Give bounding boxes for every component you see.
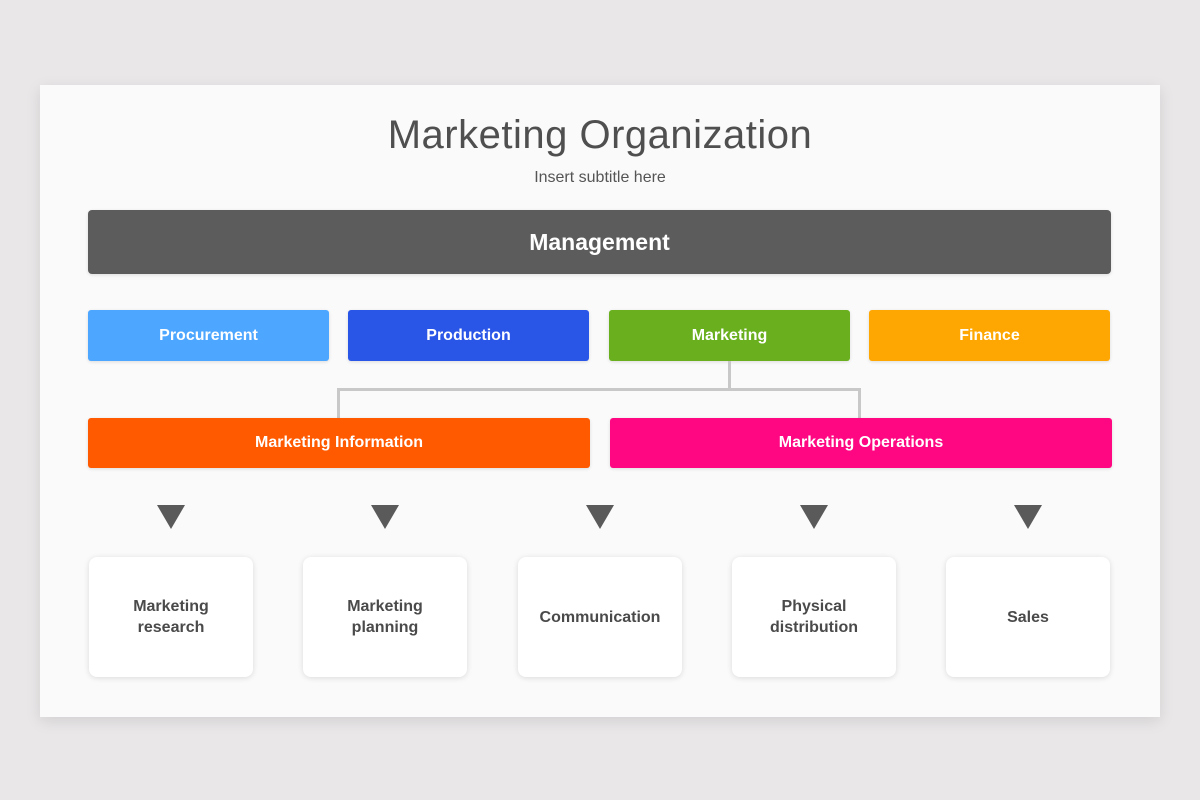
function-label: Marketing planning: [347, 598, 423, 636]
department-production: Production: [348, 310, 589, 361]
page-subtitle: Insert subtitle here: [534, 169, 666, 186]
down-triangle-icon: [1014, 505, 1042, 529]
down-triangle-icon: [586, 505, 614, 529]
connector-right-drop: [858, 388, 861, 418]
connector-marketing-stem: [728, 361, 731, 389]
function-label: Sales: [1007, 608, 1049, 626]
down-triangle-icon: [371, 505, 399, 529]
function-label: Marketing research: [133, 598, 209, 636]
down-triangle-icon: [800, 505, 828, 529]
department-finance: Finance: [869, 310, 1110, 361]
department-marketing: Marketing: [609, 310, 850, 361]
management-box: Management: [88, 210, 1111, 274]
function-label: Communication: [539, 608, 661, 626]
down-triangle-icon: [157, 505, 185, 529]
function-label: Physical distribution: [770, 598, 858, 636]
connector-left-drop: [337, 388, 340, 418]
function-card-communication: Communication: [518, 557, 682, 677]
slide: Marketing Organization Insert subtitle h…: [40, 85, 1160, 717]
function-card-marketing-planning: Marketing planning: [303, 557, 467, 677]
sub-department-marketing-information: Marketing Information: [88, 418, 590, 468]
page-title: Marketing Organization: [387, 113, 813, 157]
function-card-marketing-research: Marketing research: [89, 557, 253, 677]
function-card-physical-distribution: Physical distribution: [732, 557, 896, 677]
department-procurement: Procurement: [88, 310, 329, 361]
connector-horizontal: [337, 388, 861, 391]
sub-department-marketing-operations: Marketing Operations: [610, 418, 1112, 468]
function-card-sales: Sales: [946, 557, 1110, 677]
